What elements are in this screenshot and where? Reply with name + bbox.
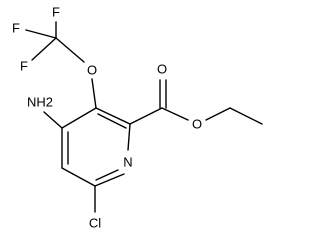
bond-ch2-ch3 <box>229 107 263 125</box>
bond-ring-c2-n <box>127 123 131 151</box>
bond-ring-c2-c3-inner <box>97 113 127 129</box>
bond-ring-c6-c5 <box>61 167 96 187</box>
atom-label-o-ether: O <box>87 63 97 78</box>
bond-o-ring <box>91 78 97 109</box>
atom-label-o-ester: O <box>192 117 202 132</box>
bond-carbonyl-c-o-ester <box>161 107 189 121</box>
atom-label-n-ring: N <box>123 155 132 170</box>
bond-ring-c3-c2 <box>95 107 131 125</box>
atom-label-f1: F <box>52 5 60 20</box>
bond-cf3-f2 <box>25 29 57 39</box>
atom-label-nh2: NH2 <box>27 95 53 110</box>
bond-cf3-f3 <box>31 37 57 61</box>
atom-label-cl: Cl <box>89 216 101 231</box>
bond-o-ester-ch2 <box>205 107 231 121</box>
atom-label-f2: F <box>12 21 20 36</box>
bond-c4-nh2 <box>43 111 63 129</box>
atom-label-o-carbonyl: O <box>157 62 167 77</box>
bond-c2-carbonyl-c <box>129 107 163 125</box>
chemical-structure-diagram: F F F O NH2 N Cl O O <box>12 5 263 231</box>
bond-ring-n-c6 <box>94 173 125 187</box>
bond-cf3-o <box>55 37 85 63</box>
bond-ring-c4-c3 <box>61 107 97 129</box>
atom-label-f3: F <box>20 59 28 74</box>
bond-ring-n-c6-inner <box>95 169 119 181</box>
